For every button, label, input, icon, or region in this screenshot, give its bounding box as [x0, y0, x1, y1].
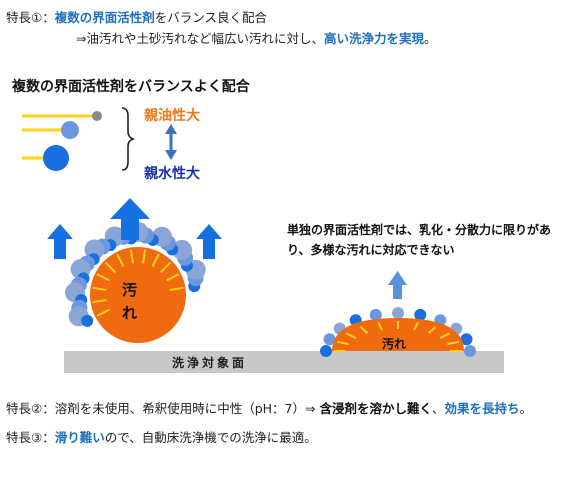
surfactant-tail	[92, 286, 107, 291]
surfactant-head-icon	[414, 308, 427, 321]
diagram-title: 複数の界面活性剤をバランスよく配合	[11, 78, 251, 95]
feature2-line: 特長②：溶剤を未使用、希釈使用時に中性（pH：7）⇒ 含浸剤を溶かし難く、効果を…	[6, 401, 532, 417]
surfactant-tail	[104, 261, 117, 274]
surfactant-tails-right	[334, 321, 462, 352]
surfactant-head-icon	[392, 307, 404, 319]
feature2-bold: 含浸剤を溶かし難く	[319, 401, 432, 416]
feature3-rest: ので、自動床洗浄機での洗浄に最適。	[104, 430, 317, 445]
surfactant-tail	[142, 249, 147, 264]
surfactant-tail	[96, 273, 110, 282]
surfactant-tail	[427, 325, 437, 334]
up-arrow-small-icon	[388, 271, 407, 299]
surfactant-tail	[169, 286, 184, 291]
surfactant-tail	[92, 299, 107, 304]
surfactant-tail	[159, 261, 172, 274]
feature2-sep: 、	[431, 401, 445, 416]
up-arrow-left-icon	[47, 224, 73, 259]
feature2-suffix: 。	[519, 401, 533, 416]
surfactant-tails-left	[92, 249, 184, 317]
up-arrow-right-icon	[196, 224, 222, 259]
surfactant-head-icon	[81, 314, 94, 327]
surfactant-tail	[166, 273, 180, 282]
surfactant-tail	[129, 249, 134, 264]
surfactant-tail	[345, 332, 357, 339]
surfactant-tail	[151, 253, 160, 267]
surfactant-tail	[377, 322, 383, 331]
surfactant-tail	[96, 308, 110, 317]
surfactant-head-icon	[369, 308, 382, 321]
feature1-line2-suffix: 。	[424, 31, 437, 46]
surfactant-head-icon	[460, 333, 473, 346]
label-lipophilic: 親油性大	[144, 107, 200, 124]
dirt-blob-left	[90, 247, 186, 343]
dirt-label-left-2: れ	[122, 304, 137, 322]
feature3-highlight: 滑り難い	[54, 430, 105, 445]
feature1-line2-prefix: ⇒油汚れや土砂汚れなど幅広い汚れに対し、	[76, 31, 324, 46]
surfactant-head-icon	[320, 345, 332, 357]
feature1-line1: 特長①：複数の界面活性剤をバランス良く配合	[6, 10, 267, 26]
surfactant-tail	[447, 340, 460, 346]
up-arrow-large-icon	[110, 198, 150, 240]
single-surfactant-note-2: り、多様な汚れに対応できない	[287, 242, 455, 257]
surfactant-tail	[413, 322, 419, 331]
dirt-label-right: 汚れ	[382, 336, 406, 351]
feature1-line2: ⇒油汚れや土砂汚れなど幅広い汚れに対し、高い洗浄力を実現。	[76, 31, 437, 47]
feature2-prefix: 特長②：溶剤を未使用、希釈使用時に中性（pH：7）⇒	[6, 401, 320, 416]
surfactant-tail	[439, 332, 451, 339]
surfactant-head-icon	[84, 239, 105, 260]
single-surfactant-dirt: 汚れ	[320, 271, 476, 357]
feature1-highlight: 複数の界面活性剤	[54, 10, 155, 25]
legend-brace	[121, 107, 136, 171]
surface-label: 洗浄対象面	[172, 355, 247, 370]
feature1-line2-highlight: 高い洗浄力を実現	[323, 31, 424, 46]
surfactant-legend: 親油性大 親水性大	[22, 107, 200, 182]
surfactant-head-large-icon	[43, 145, 69, 171]
surfactant-tail	[359, 325, 369, 334]
dirt-blob-right	[332, 318, 464, 351]
label-hydrophilic: 親水性大	[144, 165, 200, 182]
surfactant-head-icon	[323, 333, 336, 346]
cleaning-surface	[64, 351, 504, 373]
feature3-prefix: 特長③：	[6, 430, 55, 445]
surfactant-head-icon	[172, 239, 193, 260]
surfactant-tail	[336, 340, 349, 346]
surfactant-head-small-icon	[92, 111, 102, 121]
multi-surfactant-dirt: 汚 れ	[47, 198, 222, 343]
surfactant-tail	[116, 253, 125, 267]
feature1-rest: をバランス良く配合	[154, 10, 267, 25]
single-surfactant-note-1: 単独の界面活性剤では、乳化・分散力に限りがあ	[287, 222, 551, 237]
feature2-highlight: 効果を長持ち	[444, 401, 520, 416]
surfactant-head-icon	[464, 345, 476, 357]
dirt-label-left-1: 汚	[122, 281, 137, 299]
surfactant-head-medium-icon	[61, 121, 79, 139]
feature1-prefix: 特長①：	[6, 10, 55, 25]
feature3-line: 特長③：滑り難いので、自動床洗浄機での洗浄に最適。	[6, 430, 317, 446]
double-arrow-icon	[165, 124, 177, 160]
